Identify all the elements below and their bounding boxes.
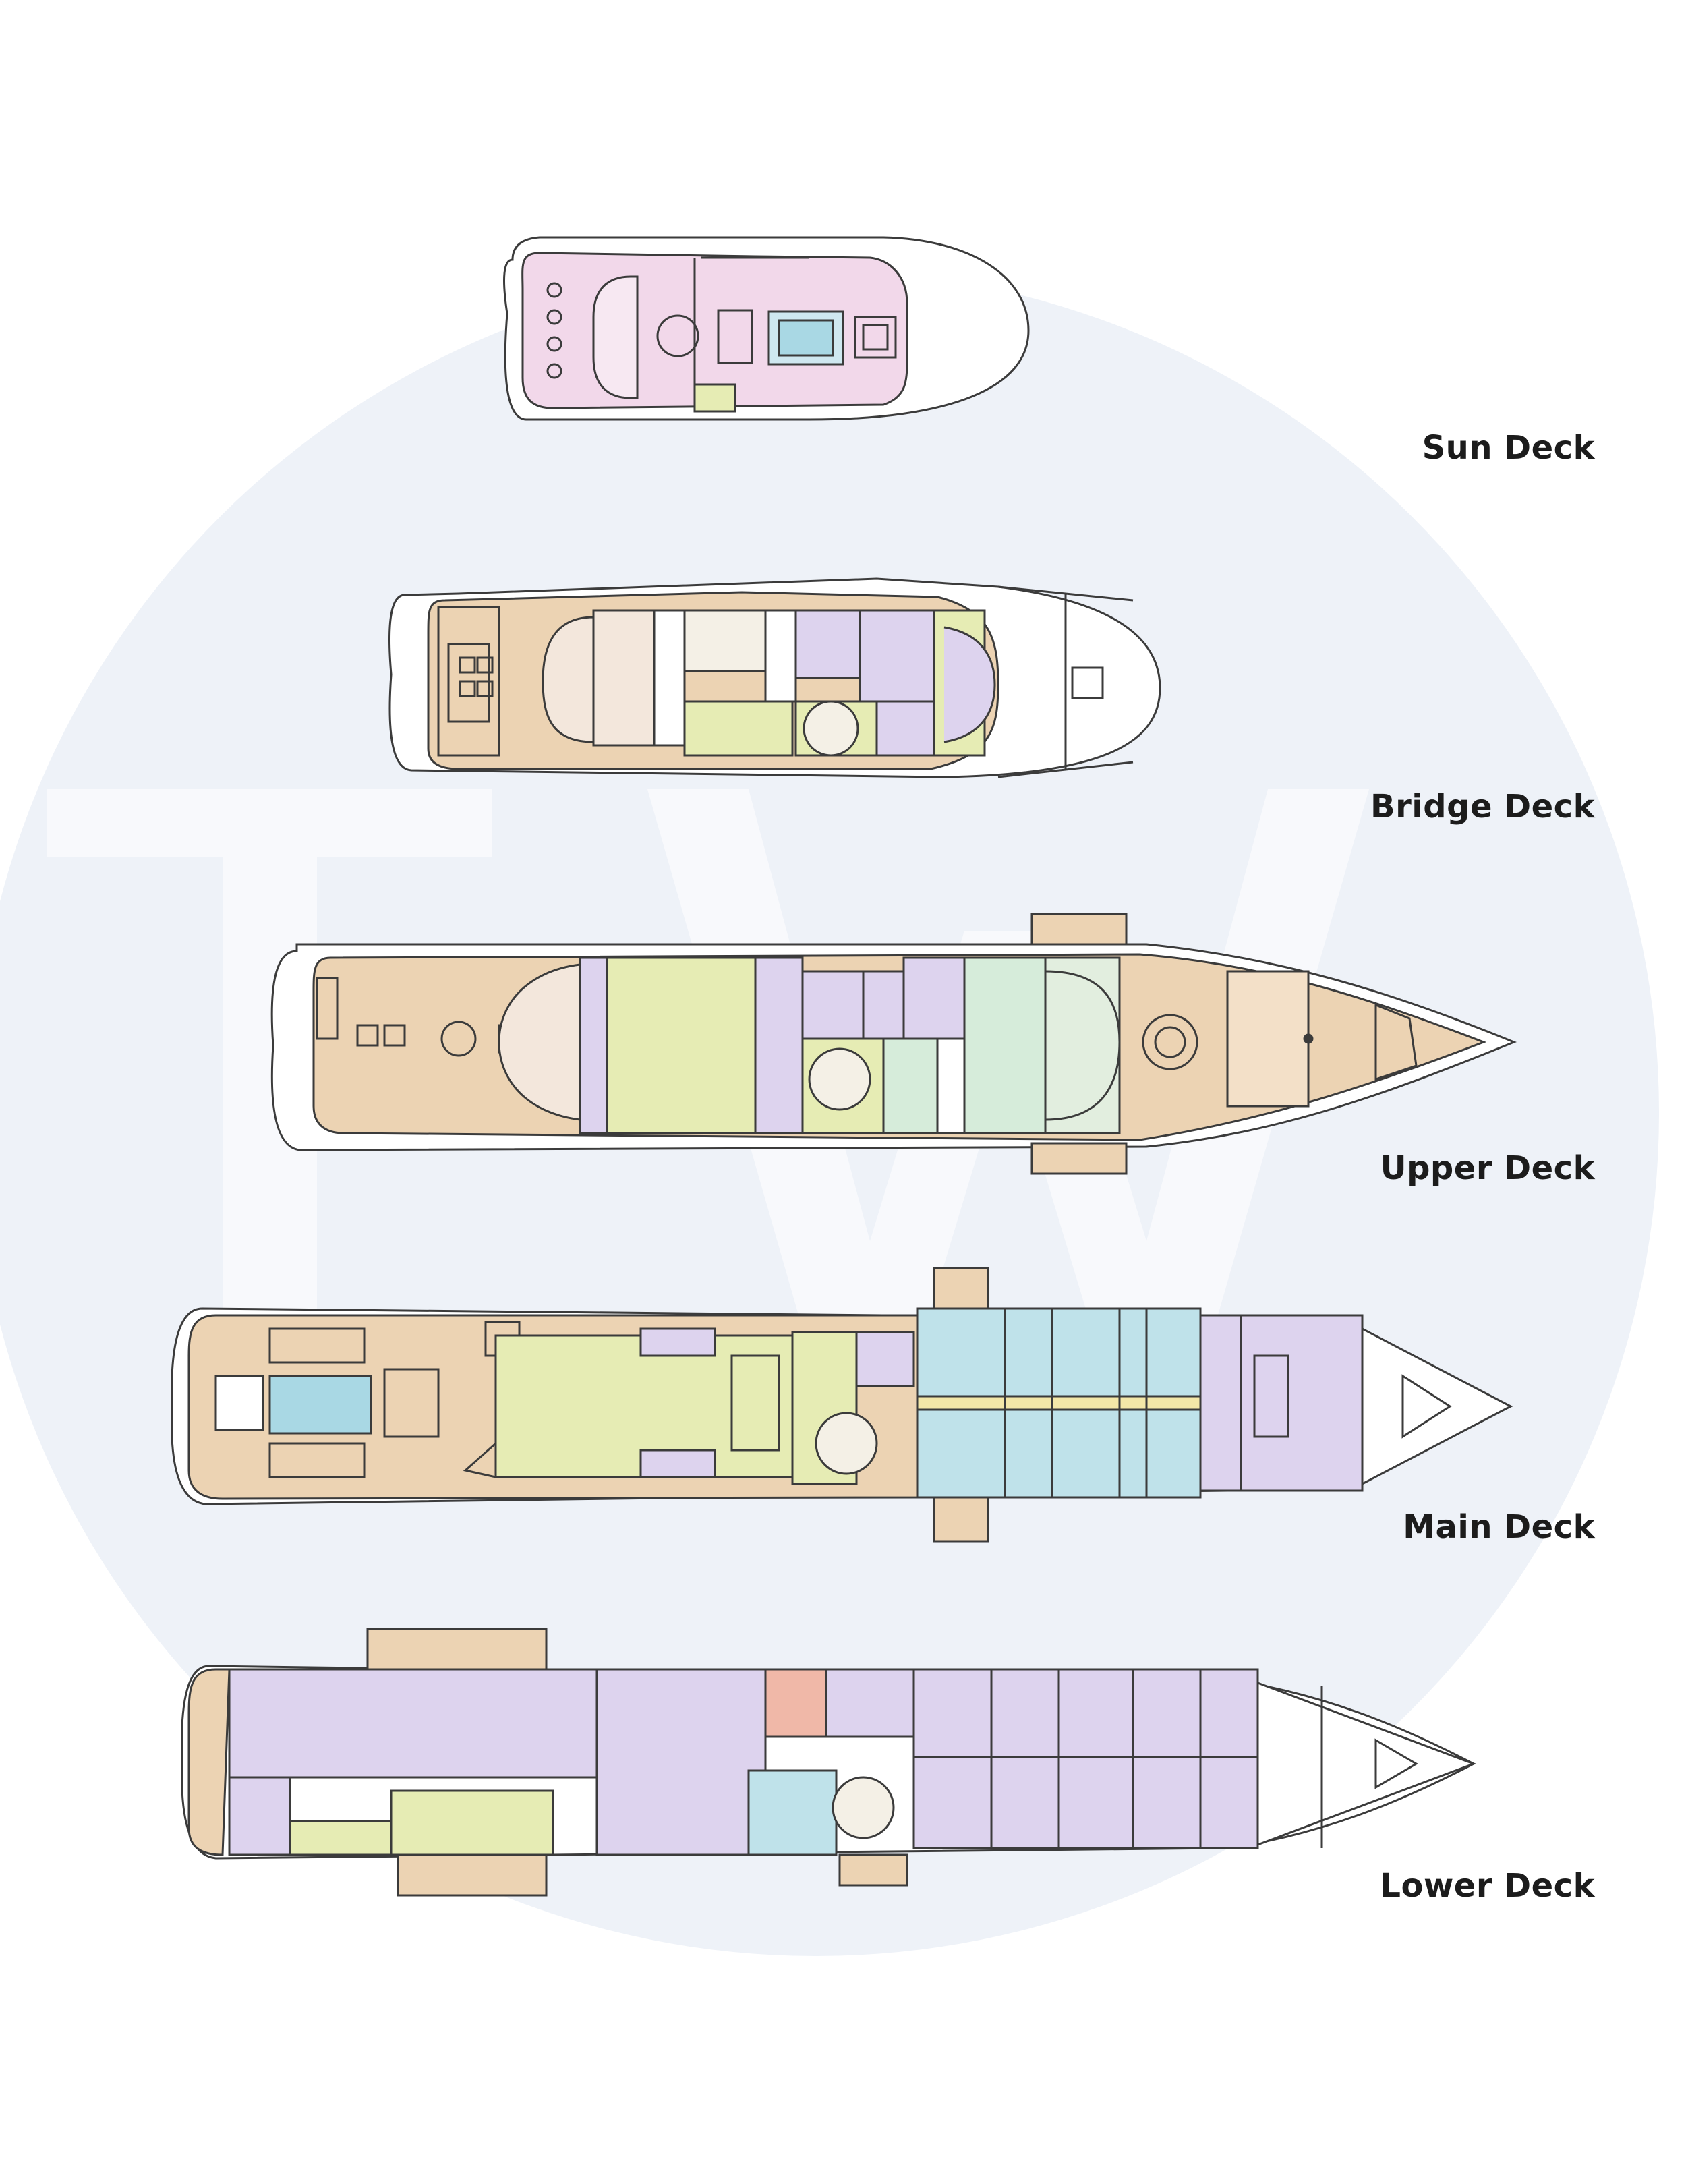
lower-deck-label: Lower Deck [1380,1867,1595,1905]
watermark-logo [47,789,1369,1376]
sun-deck-label: Sun Deck [1422,429,1595,467]
sun-deck-plan [503,236,1030,421]
bridge-deck-label: Bridge Deck [1370,788,1595,826]
main-deck-label: Main Deck [1403,1508,1595,1546]
upper-deck-label: Upper Deck [1380,1149,1595,1187]
bridge-deck-plan [388,577,1161,778]
upper-deck-plan [270,913,1517,1175]
lower-deck-plan [181,1628,1477,1897]
main-deck-plan [171,1267,1513,1543]
